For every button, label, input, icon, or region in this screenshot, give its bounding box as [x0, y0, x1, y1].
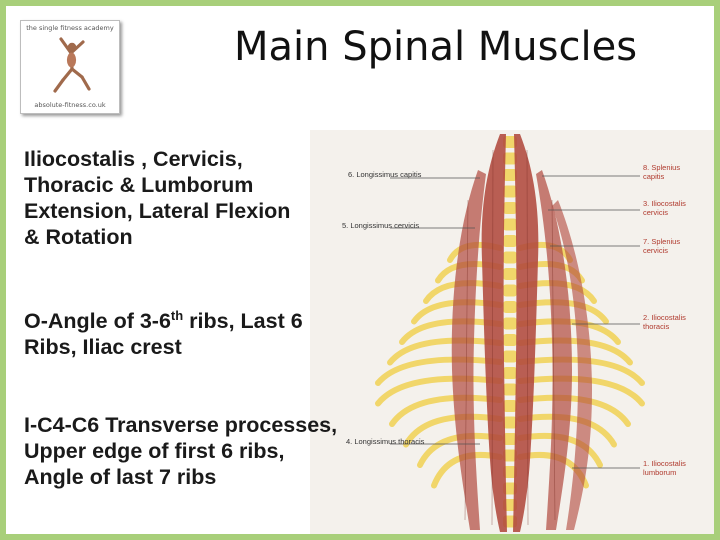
- vertebra: [503, 350, 517, 363]
- text-line: Iliocostalis , Cervicis,: [24, 147, 243, 171]
- label-iliocostalis-cervicis: 3. Iliocostalis cervicis: [643, 199, 686, 217]
- slide-title: Main Spinal Muscles: [234, 24, 638, 70]
- rib: [375, 356, 503, 386]
- rib: [389, 394, 503, 427]
- vertebra: [503, 284, 517, 297]
- vertebra: [503, 367, 517, 379]
- vertebra: [503, 400, 517, 412]
- vertebra: [503, 499, 517, 511]
- vertebra: [503, 235, 517, 247]
- text-line: & Rotation: [24, 225, 133, 249]
- vertebra: [503, 334, 517, 346]
- label-longissimus-capitis: 6. Longissimus capitis: [348, 170, 422, 179]
- spinal-muscles-figure: 6. Longissimus capitis 5. Longissimus ce…: [310, 130, 714, 534]
- label-iliocostalis-thoracis: 2. Iliocostalis thoracis: [643, 313, 686, 331]
- vertebra: [503, 202, 517, 214]
- rib: [387, 337, 503, 366]
- text-line: Thoracic & Lumborum: [24, 173, 254, 197]
- rib: [403, 413, 503, 448]
- rib: [517, 375, 645, 407]
- vertebra: [503, 317, 517, 330]
- rib: [517, 337, 633, 366]
- rib: [375, 375, 503, 407]
- label-iliocostalis-lumborum: 1. Iliocostalis lumborum: [643, 459, 686, 477]
- origin-text: O-Angle of 3-6th ribs, Last 6 Ribs, Ilia…: [24, 308, 303, 360]
- vertebra: [503, 169, 517, 181]
- vertebra: [503, 466, 517, 478]
- muscle-names-and-actions: Iliocostalis , Cervicis, Thoracic & Lumb…: [24, 146, 290, 250]
- label-splenius-capitis: 8. Splenius capitis: [643, 163, 681, 181]
- vertebra: [503, 416, 517, 429]
- vertebra: [503, 383, 517, 396]
- back-anatomy-illustration: [310, 130, 714, 534]
- text-line: Angle of last 7 ribs: [24, 465, 217, 489]
- rib: [417, 432, 503, 468]
- vertebra: [503, 218, 517, 231]
- text-line: I-C4-C6 Transverse processes,: [24, 413, 338, 437]
- label-splenius-cervicis: 7. Splenius cervicis: [643, 237, 681, 255]
- rib: [517, 432, 603, 468]
- rib: [517, 356, 645, 386]
- vertebra: [503, 301, 517, 313]
- vertebra: [503, 482, 517, 495]
- label-longissimus-cervicis: 5. Longissimus cervicis: [342, 221, 420, 230]
- vertebra: [503, 251, 517, 264]
- vertebra: [503, 268, 517, 280]
- vertebra: [503, 449, 517, 462]
- logo-top-text: the single fitness academy: [26, 24, 114, 32]
- logo-bottom-text: absolute-fitness.co.uk: [34, 101, 106, 109]
- text-line: Ribs, Iliac crest: [24, 335, 182, 359]
- text-line: Upper edge of first 6 ribs,: [24, 439, 285, 463]
- vertebra: [503, 185, 517, 198]
- jumping-figure-icon: [53, 37, 91, 93]
- label-longissimus-thoracis: 4. Longissimus thoracis: [346, 437, 425, 446]
- vertebra: [503, 136, 517, 148]
- academy-logo: the single fitness academy absolute-fitn…: [20, 20, 120, 114]
- text-line: Extension, Lateral Flexion: [24, 199, 291, 223]
- vertebra: [503, 433, 517, 445]
- insertion-text: I-C4-C6 Transverse processes, Upper edge…: [24, 412, 337, 490]
- vertebra: [503, 152, 517, 165]
- text-line: O-Angle of 3-6th ribs, Last 6: [24, 307, 303, 333]
